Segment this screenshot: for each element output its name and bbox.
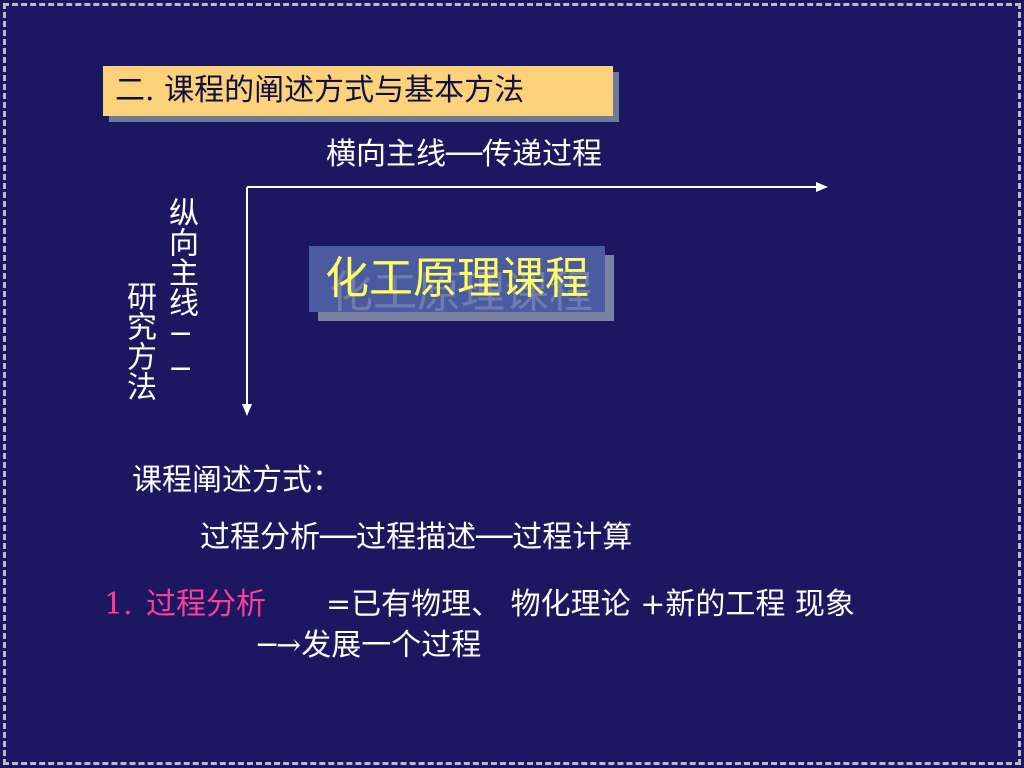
vertical-axis-label-line2: 研究方法 bbox=[121, 281, 156, 401]
course-box: 化工原理课程 化工原理课程 bbox=[309, 246, 605, 318]
exposition-label: 课程阐述方式： bbox=[132, 463, 342, 498]
course-box-text: 化工原理课程 bbox=[325, 253, 589, 304]
course-box-ghost-text: 化工原理课程 bbox=[329, 267, 593, 318]
horizontal-axis-label: 横向主线──传递过程 bbox=[326, 137, 603, 172]
process-sequence: 过程分析──过程描述──过程计算 bbox=[200, 520, 633, 555]
vertical-axis-label-line1: 纵向主线── bbox=[163, 197, 198, 387]
item-name: 过程分析 bbox=[146, 587, 266, 622]
section-title: 二. 课程的阐述方式与基本方法 bbox=[103, 66, 613, 116]
item-result: ─→发展一个过程 bbox=[258, 628, 482, 663]
horizontal-arrow-head bbox=[816, 182, 828, 192]
item-definition: =已有物理、 物化理论 +新的工程 现象 bbox=[326, 587, 855, 622]
item-number: 1. bbox=[104, 587, 133, 622]
vertical-arrow-head bbox=[242, 404, 252, 416]
slide-border bbox=[3, 3, 1021, 765]
